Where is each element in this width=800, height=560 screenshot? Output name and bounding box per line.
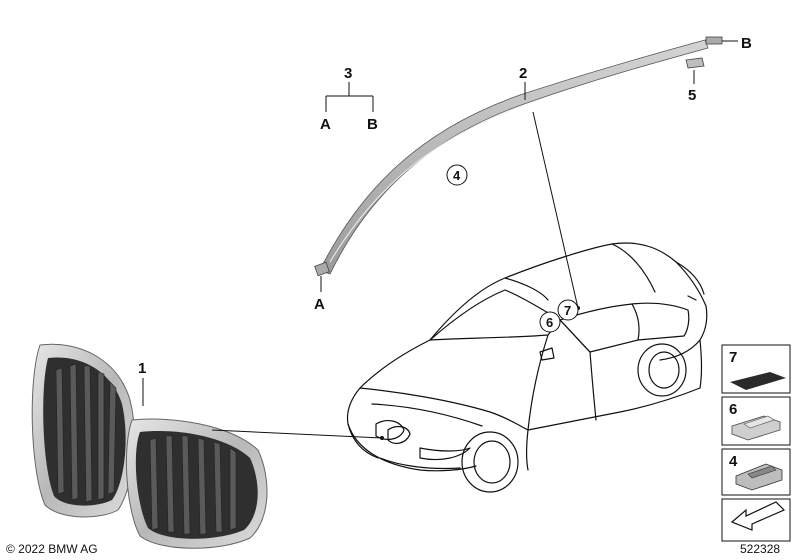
- legend-label-7: 7: [729, 349, 737, 366]
- callout-a-bottom: A: [314, 296, 325, 313]
- car-outline: [346, 242, 708, 493]
- end-clip-a: [314, 261, 330, 277]
- callout-6-circle: 6: [539, 311, 561, 333]
- legend-arrow-box: [721, 498, 791, 542]
- legend-label-4: 4: [729, 453, 738, 470]
- roof-moulding: [319, 39, 709, 275]
- legend-label-6: 6: [729, 401, 737, 418]
- callout-7-circle: 7: [557, 299, 579, 321]
- callout-b-top: B: [741, 35, 752, 52]
- kidney-grille: [31, 343, 268, 549]
- callout-3-a: A: [320, 116, 331, 133]
- car-kidney-grille: [375, 420, 411, 444]
- callout-2: 2: [519, 65, 527, 82]
- callout-4: 4: [453, 168, 461, 183]
- legend-item-4: 4: [721, 448, 791, 496]
- callout-1: 1: [138, 360, 146, 377]
- callout-4-circle: 4: [446, 164, 468, 186]
- copyright-text: © 2022 BMW AG: [6, 542, 98, 556]
- end-cap-5: [685, 57, 705, 69]
- callout-3-b: B: [367, 116, 378, 133]
- diagram-number: 522328: [740, 542, 780, 556]
- legend-panel: 7 6 4: [721, 344, 791, 542]
- legend-item-6: 6: [721, 396, 791, 446]
- legend-item-7: 7: [721, 344, 791, 394]
- callout-6: 6: [546, 315, 553, 330]
- callout-7: 7: [564, 303, 571, 318]
- callout-3: 3: [344, 65, 352, 82]
- callout-5: 5: [688, 87, 696, 104]
- end-clip-b: [705, 36, 723, 45]
